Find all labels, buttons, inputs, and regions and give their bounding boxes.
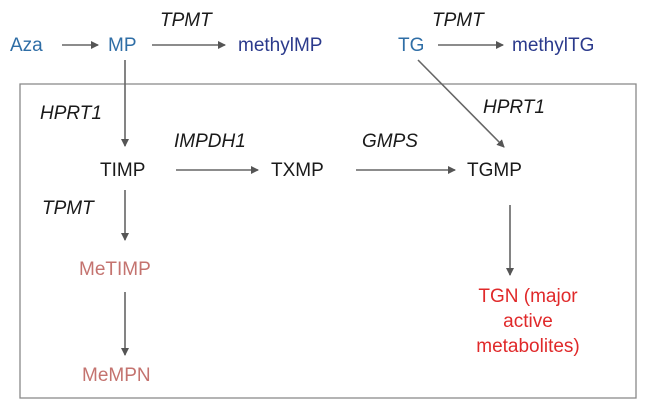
enzyme-tpmt-mp: TPMT: [160, 10, 212, 31]
node-tgmp: TGMP: [467, 160, 522, 181]
node-metimp: MeTIMP: [79, 259, 151, 280]
node-timp: TIMP: [100, 160, 146, 181]
enzyme-impdh1: IMPDH1: [174, 131, 246, 152]
arrow-tg-to-tgmp: [417, 59, 505, 148]
node-methyltg: methylTG: [512, 35, 595, 56]
tgn-line-2: active: [503, 311, 553, 332]
tgn-line-1: TGN (major: [478, 286, 578, 307]
node-txmp: TXMP: [271, 160, 324, 181]
enzyme-tpmt-timp: TPMT: [42, 198, 94, 219]
tgn-line-3: metabolites): [476, 336, 580, 357]
enzyme-tpmt-tg: TPMT: [432, 10, 484, 31]
node-tg: TG: [398, 35, 425, 56]
node-mp: MP: [108, 35, 137, 56]
node-mempn: MeMPN: [82, 365, 151, 386]
cell-boundary-box: [19, 83, 637, 399]
enzyme-hprt1-tg: HPRT1: [483, 97, 545, 118]
node-aza: Aza: [10, 35, 43, 56]
enzyme-hprt1-mp: HPRT1: [40, 103, 102, 124]
node-methylmp: methylMP: [238, 35, 323, 56]
enzyme-gmps: GMPS: [362, 131, 418, 152]
node-tgn: TGN (major active metabolites): [458, 284, 598, 359]
